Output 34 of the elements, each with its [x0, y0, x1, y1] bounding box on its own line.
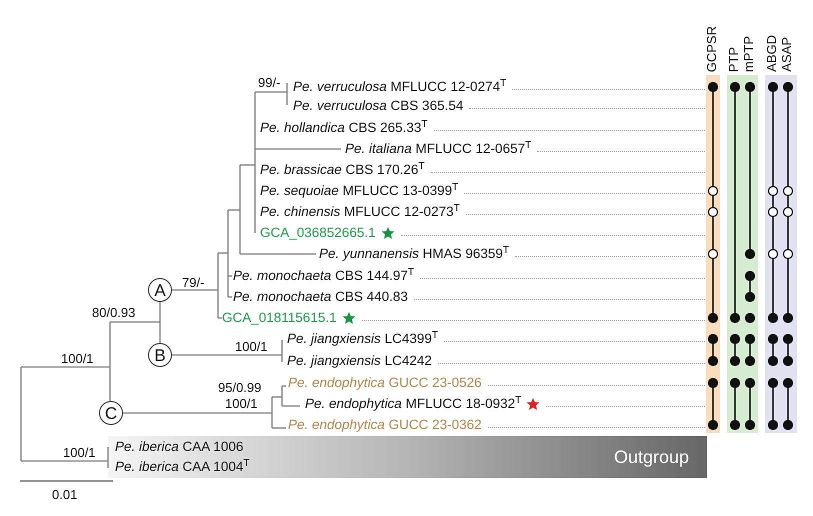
scale-label: 0.01	[52, 487, 78, 503]
taxon-label: Pe. yunnanensis HMAS 96359$^{T}$	[319, 245, 510, 263]
taxon-label: Pe. brassicae CBS 170.26$^{T}$	[260, 161, 425, 179]
taxon-label: Pe. jiangxiensis LC4242	[287, 352, 432, 370]
support-value: 100/1	[235, 339, 268, 355]
taxon-label: GCA_036852665.1	[260, 224, 376, 242]
support-value: 100/1	[63, 445, 96, 461]
taxon-label: Pe. italiana MFLUCC 12-0657$^{T}$	[345, 140, 532, 158]
taxon-label: Pe. jiangxiensis LC4399$^{T}$	[287, 330, 438, 348]
taxon-label: Pe. verruculosa CBS 365.54	[293, 97, 464, 115]
taxon-label: Pe. endophytica GUCC 23-0526	[288, 374, 482, 392]
taxon-label: Pe. endophytica GUCC 23-0362	[288, 416, 482, 434]
taxon-label: GCA_018115615.1	[222, 309, 337, 327]
taxon-label: Pe. chinensis MFLUCC 12-0273$^{T}$	[260, 203, 460, 221]
support-value: 80/0.93	[92, 305, 136, 321]
taxon-label: Pe. verruculosa MFLUCC 12-0274$^{T}$	[293, 78, 506, 96]
column-header: PTP	[727, 46, 740, 72]
support-value: 100/1	[225, 396, 258, 412]
support-value: 79/-	[182, 275, 204, 291]
tree-branch	[159, 302, 161, 343]
support-value: 99/-	[258, 75, 280, 91]
taxon-label: Pe. monochaeta CBS 440.83	[233, 288, 408, 306]
column-header: mPTP	[742, 36, 755, 72]
taxon-label: Pe. iberica CAA 1006	[115, 438, 244, 456]
taxon-label: Pe. endophytica MFLUCC 18-0932$^{T}$	[305, 395, 522, 413]
taxon-label: Pe. sequoiae MFLUCC 13-0399$^{T}$	[260, 182, 458, 200]
column-header: ABGD	[765, 35, 778, 72]
taxon-label: Pe. monochaeta CBS 144.97$^{T}$	[233, 267, 414, 285]
taxon-label: Pe. iberica CAA 1004$^{T}$	[115, 458, 250, 476]
taxon-label: Pe. hollandica CBS 265.33$^{T}$	[260, 119, 428, 137]
column-header: GCPSR	[705, 26, 718, 72]
support-value: 100/1	[61, 351, 94, 367]
support-value: 95/0.99	[218, 380, 262, 396]
column-header: ASAP	[780, 37, 793, 72]
